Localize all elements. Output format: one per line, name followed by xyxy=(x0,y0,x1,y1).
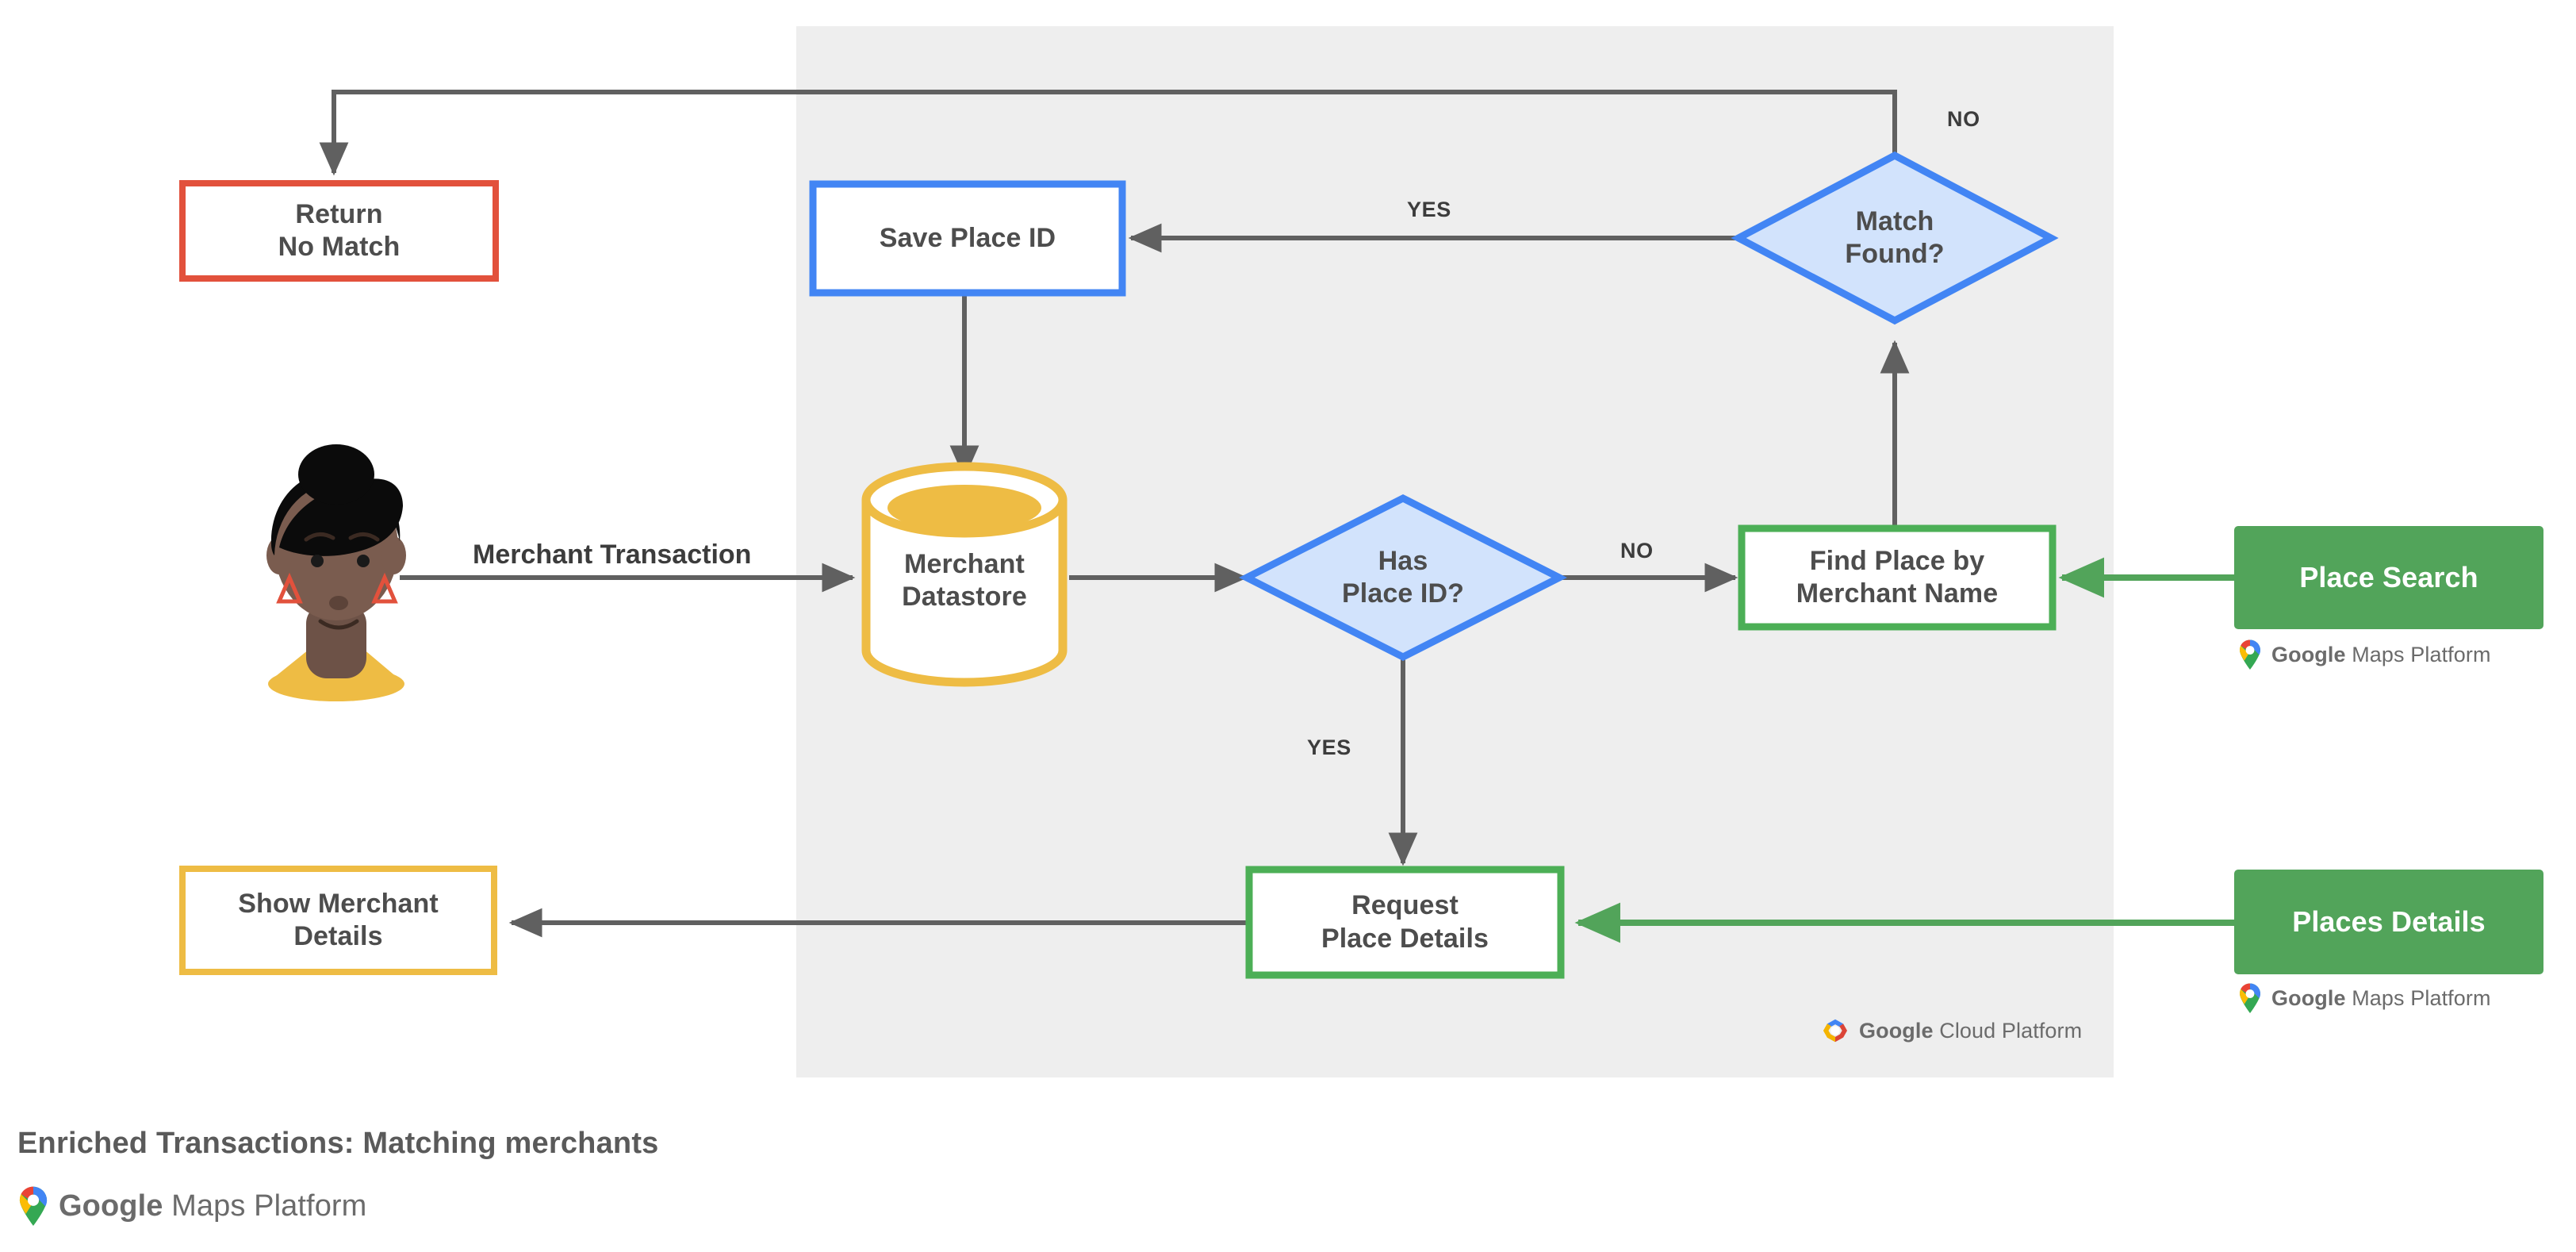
connector-match-found-no-to-return xyxy=(319,90,1897,176)
google-cloud-platform-brand: Google Cloud Platform xyxy=(1821,1016,2082,1045)
google-cloud-platform-icon xyxy=(1823,1019,1847,1043)
request-place-details-shape[interactable] xyxy=(1245,866,1565,979)
google-maps-platform-brand-footer: Google Maps Platform xyxy=(17,1186,366,1226)
places-details-shape[interactable] xyxy=(2234,870,2543,974)
google-maps-pin-icon xyxy=(19,1186,48,1226)
google-maps-platform-brand-places-details: Google Maps Platform xyxy=(2238,983,2491,1013)
google-cloud-platform-wordmark: Google Cloud Platform xyxy=(1859,1018,2083,1043)
has-place-id-shape[interactable] xyxy=(1239,494,1567,662)
no-label-has-place-id: NO xyxy=(1620,539,1654,563)
yes-label-has-place-id: YES xyxy=(1307,735,1351,759)
google-maps-platform-brand-place-search: Google Maps Platform xyxy=(2238,639,2491,670)
show-merchant-details-shape[interactable] xyxy=(179,866,497,975)
merchant-transaction-label: Merchant Transaction xyxy=(473,540,752,570)
google-maps-pin-icon xyxy=(2239,639,2260,670)
yes-label-match-found: YES xyxy=(1407,198,1451,221)
save-place-id-shape[interactable] xyxy=(809,180,1126,297)
place-search-shape[interactable] xyxy=(2234,526,2543,629)
customer-avatar-icon xyxy=(266,444,406,701)
diagram-caption: Enriched Transactions: Matching merchant… xyxy=(17,1127,659,1160)
google-maps-platform-wordmark: Google Maps Platform xyxy=(2271,985,2491,1010)
merchant-datastore-shape[interactable] xyxy=(861,462,1068,687)
find-place-by-merchant-name-shape[interactable] xyxy=(1738,524,2057,631)
match-found-shape[interactable] xyxy=(1731,151,2059,325)
google-maps-platform-wordmark: Google Maps Platform xyxy=(2271,642,2491,666)
google-maps-platform-wordmark: Google Maps Platform xyxy=(59,1189,367,1223)
return-no-match-shape[interactable] xyxy=(179,180,499,282)
no-label-match-found: NO xyxy=(1947,107,1980,131)
google-maps-pin-icon xyxy=(2239,983,2260,1013)
